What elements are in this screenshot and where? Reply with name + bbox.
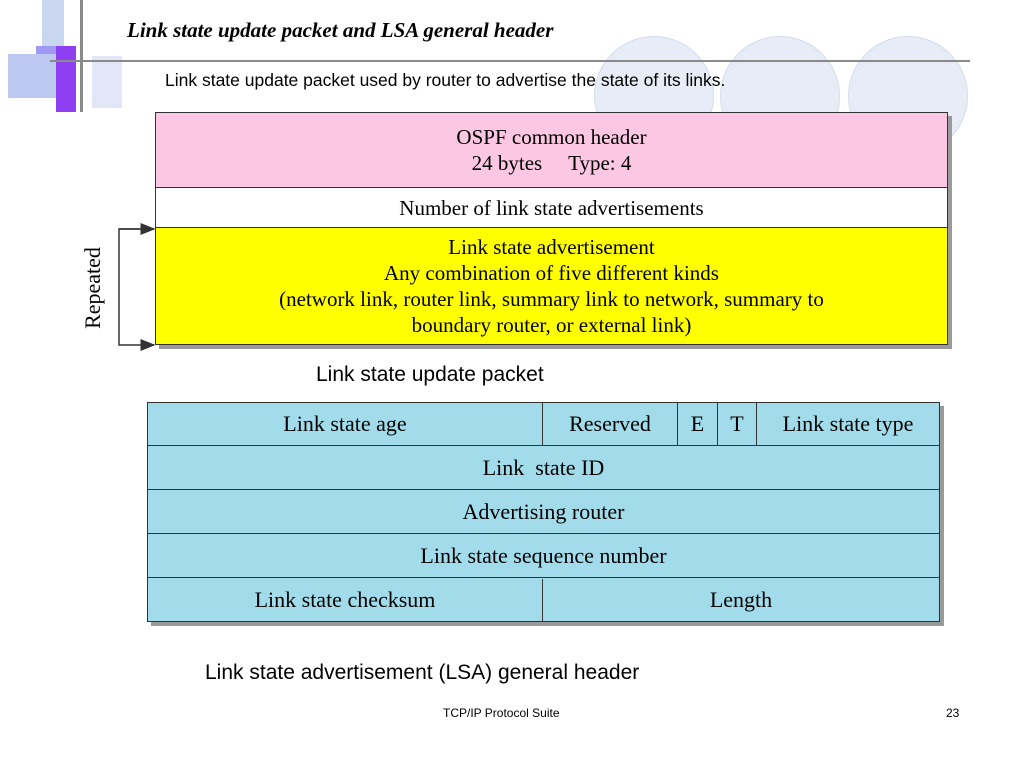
link-state-id-field: Link state ID (482, 455, 605, 480)
packet-caption: Link state update packet (316, 363, 544, 386)
lsa-header-row: Link state age Reserved E T Link state t… (148, 403, 939, 446)
link-state-update-packet: OSPF common header 24 bytes Type: 4 Numb… (155, 112, 948, 345)
deco-square (42, 0, 64, 46)
sequence-number-field: Link state sequence number (420, 543, 667, 568)
t-flag-field: T (718, 403, 757, 445)
e-flag-field: E (678, 403, 718, 445)
repeated-text: Repeated (80, 247, 106, 329)
deco-vertical-rule (80, 0, 83, 112)
lsa-label: Link state advertisement (448, 235, 655, 259)
checksum-field: Link state checksum (148, 579, 543, 621)
lsa-general-header: Link state age Reserved E T Link state t… (147, 402, 940, 622)
ospf-common-header-field: OSPF common header 24 bytes Type: 4 (156, 113, 947, 188)
link-state-type-field: Link state type (782, 411, 914, 436)
lsa-header-row: Advertising router (148, 491, 939, 534)
lsa-kinds-detail-cont: boundary router, or external link) (411, 313, 692, 337)
lsa-header-row: Link state ID (148, 447, 939, 490)
page-number: 23 (946, 706, 960, 720)
reserved-field: Reserved (543, 403, 678, 445)
lsa-count-field: Number of link state advertisements (156, 188, 947, 228)
lsa-field: Link state advertisement Any combination… (156, 228, 947, 344)
ospf-header-size-type: 24 bytes Type: 4 (471, 151, 632, 175)
slide-subtitle: Link state update packet used by router … (165, 70, 726, 90)
lsa-count-label: Number of link state advertisements (399, 195, 704, 220)
repeated-label: Repeated (78, 232, 108, 344)
footer-suite: TCP/IP Protocol Suite (443, 706, 560, 720)
lsa-kinds-detail: (network link, router link, summary link… (279, 287, 824, 311)
slide-title: Link state update packet and LSA general… (127, 18, 554, 42)
lsa-header-caption: Link state advertisement (LSA) general h… (205, 661, 640, 684)
ospf-header-label: OSPF common header (456, 125, 647, 149)
lsa-kinds: Any combination of five different kinds (384, 261, 719, 285)
deco-square (56, 46, 76, 112)
advertising-router-field: Advertising router (462, 499, 625, 524)
length-field: Length (709, 587, 773, 612)
deco-square (92, 56, 122, 108)
bracket-line (118, 228, 156, 351)
lsa-header-row: Link state checksum Length (148, 579, 939, 621)
lsa-header-row: Link state sequence number (148, 535, 939, 578)
deco-horizontal-rule (50, 60, 970, 62)
link-state-age-field: Link state age (148, 403, 543, 445)
